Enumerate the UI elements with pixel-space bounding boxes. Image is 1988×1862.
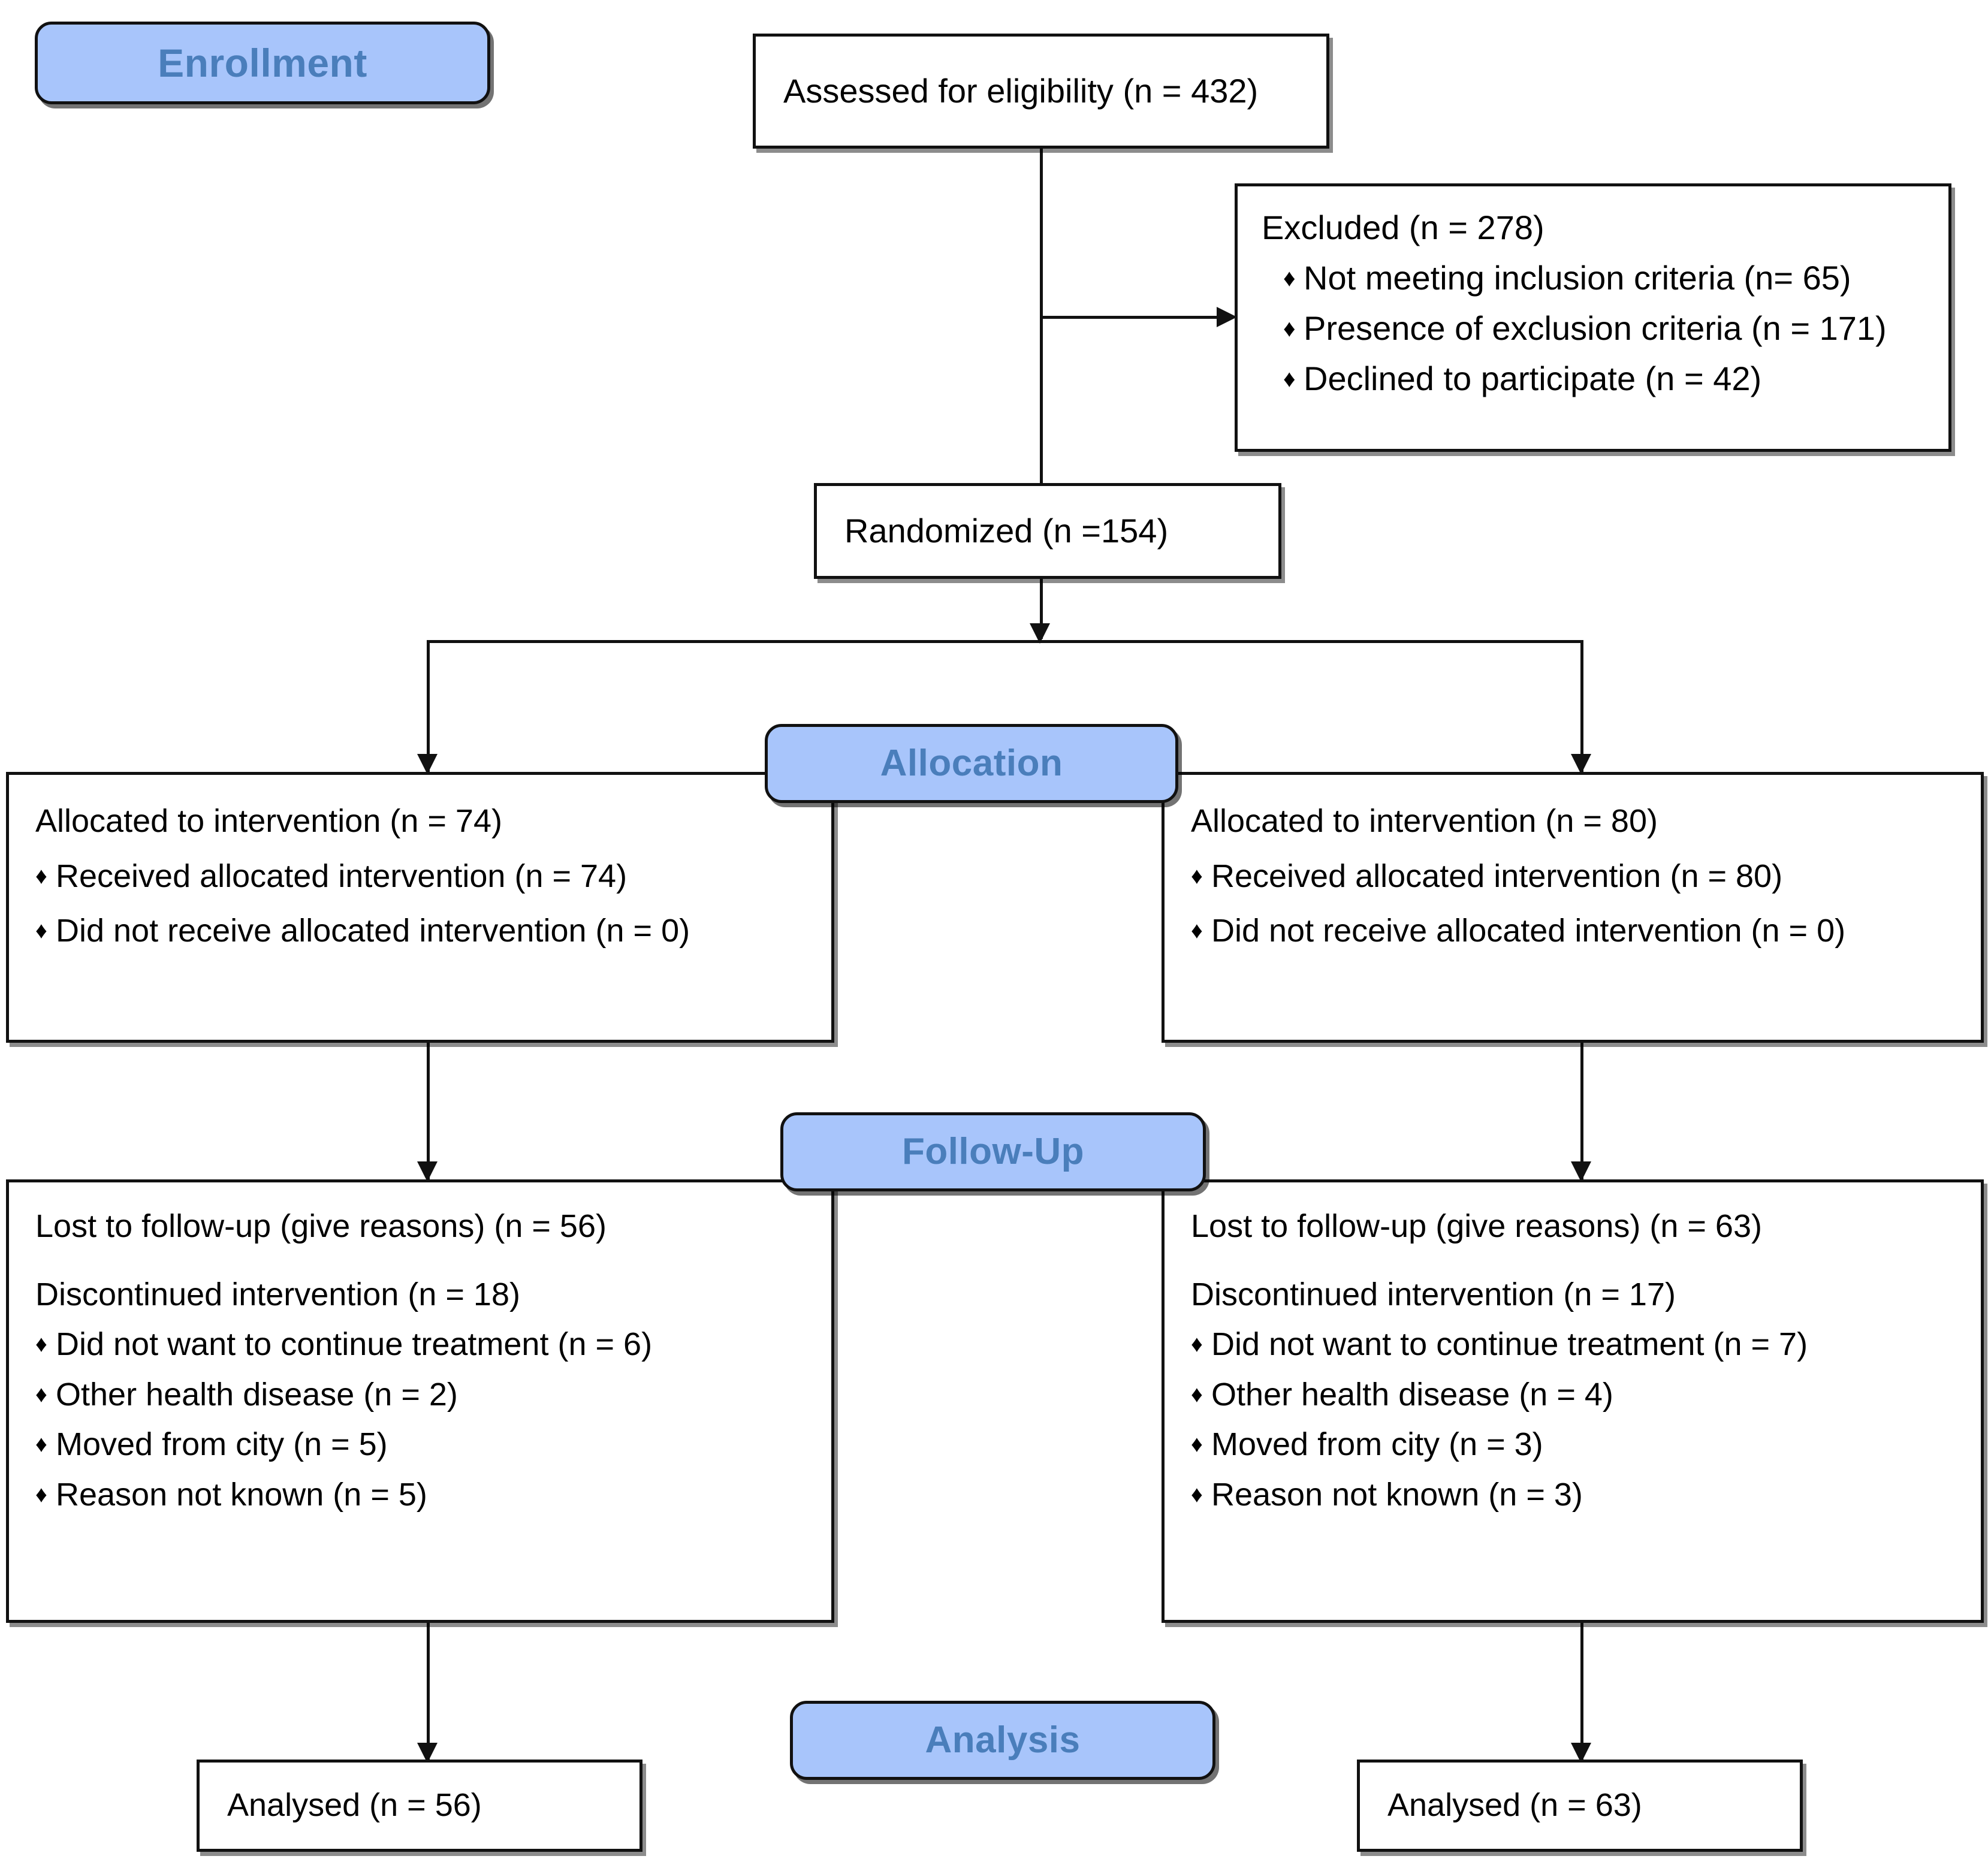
- bullet-icon: ♦: [1191, 1381, 1203, 1408]
- followup-left-lost: Lost to follow-up (give reasons) (n = 56…: [35, 1208, 607, 1244]
- box-followup-right: Lost to follow-up (give reasons) (n = 63…: [1162, 1179, 1984, 1623]
- box-allocation-right: Allocated to intervention (n = 80) ♦ Rec…: [1162, 772, 1984, 1043]
- bullet-icon: ♦: [1191, 918, 1203, 944]
- connector-allocation-left-to-followup: [427, 1043, 430, 1181]
- arrowhead-to-excluded: [1217, 307, 1237, 327]
- followup-right-reason-item: ♦ Reason not known (n = 3): [1191, 1475, 1954, 1516]
- allocation-left-item-label: Did not receive allocated intervention (…: [56, 913, 690, 949]
- stage-banner-follow-up-label: Follow-Up: [901, 1131, 1085, 1172]
- bullet-icon: ♦: [1191, 1331, 1203, 1357]
- stage-banner-analysis: Analysis: [790, 1701, 1215, 1780]
- stage-banner-enrollment-label: Enrollment: [158, 41, 367, 85]
- bullet-icon: ♦: [1283, 314, 1296, 342]
- bullet-icon: ♦: [35, 1331, 47, 1357]
- followup-right-reason-item: ♦ Other health disease (n = 4): [1191, 1375, 1954, 1416]
- bullet-icon: ♦: [35, 918, 47, 944]
- followup-right-reason-label: Other health disease (n = 4): [1211, 1376, 1613, 1413]
- arrowhead-allocation-left: [417, 754, 438, 774]
- arrowhead-followup-right: [1571, 1161, 1591, 1182]
- followup-left-reason-item: ♦ Did not want to continue treatment (n …: [35, 1324, 805, 1365]
- stage-banner-follow-up: Follow-Up: [780, 1112, 1206, 1191]
- followup-right-reason-label: Reason not known (n = 3): [1211, 1476, 1583, 1513]
- box-excluded: Excluded (n = 278) ♦ Not meeting inclusi…: [1235, 183, 1951, 452]
- allocation-left-item: ♦ Received allocated intervention (n = 7…: [35, 856, 805, 897]
- followup-left-reason-label: Other health disease (n = 2): [56, 1376, 458, 1413]
- connector-allocation-left-leg: [427, 640, 430, 773]
- excluded-reason-item: ♦ Declined to participate (n = 42): [1283, 358, 1924, 400]
- allocation-right-item: ♦ Received allocated intervention (n = 8…: [1191, 856, 1954, 897]
- bullet-icon: ♦: [1191, 1481, 1203, 1508]
- box-assessed-for-eligibility: Assessed for eligibility (n = 432): [753, 34, 1329, 149]
- connector-allocation-right-leg: [1580, 640, 1583, 773]
- box-followup-left: Lost to follow-up (give reasons) (n = 56…: [6, 1179, 834, 1623]
- followup-right-lost: Lost to follow-up (give reasons) (n = 63…: [1191, 1208, 1762, 1244]
- stage-banner-analysis-label: Analysis: [925, 1719, 1081, 1761]
- bullet-icon: ♦: [1283, 264, 1296, 292]
- allocation-left-item: ♦ Did not receive allocated intervention…: [35, 911, 805, 952]
- excluded-reason-item: ♦ Not meeting inclusion criteria (n= 65): [1283, 257, 1924, 299]
- connector-followup-left-to-analysed: [427, 1623, 430, 1762]
- followup-right-discontinued-heading: Discontinued intervention (n = 17): [1191, 1276, 1676, 1312]
- box-randomized: Randomized (n =154): [814, 483, 1281, 579]
- allocation-left-heading: Allocated to intervention (n = 74): [35, 803, 502, 839]
- bullet-icon: ♦: [35, 1481, 47, 1508]
- analysed-right-text: Analysed (n = 63): [1387, 1787, 1642, 1824]
- followup-right-reason-item: ♦ Did not want to continue treatment (n …: [1191, 1324, 1954, 1365]
- bullet-icon: ♦: [1283, 364, 1296, 393]
- excluded-heading: Excluded (n = 278): [1262, 209, 1544, 246]
- excluded-reason-item: ♦ Presence of exclusion criteria (n = 17…: [1283, 307, 1924, 349]
- arrowhead-followup-left: [417, 1161, 438, 1182]
- excluded-reason-label: Not meeting inclusion criteria (n= 65): [1304, 259, 1851, 297]
- excluded-reason-label: Presence of exclusion criteria (n = 171): [1304, 309, 1887, 347]
- followup-left-reason-item: ♦ Reason not known (n = 5): [35, 1475, 805, 1516]
- followup-left-reason-item: ♦ Other health disease (n = 2): [35, 1375, 805, 1416]
- connector-randomized-down: [1040, 579, 1043, 639]
- bullet-icon: ♦: [1191, 1431, 1203, 1457]
- followup-left-reason-label: Moved from city (n = 5): [56, 1426, 388, 1462]
- arrowhead-randomized-down: [1030, 623, 1050, 644]
- connector-to-excluded: [1040, 316, 1227, 319]
- assessed-text: Assessed for eligibility (n = 432): [783, 72, 1259, 110]
- stage-banner-allocation: Allocation: [765, 724, 1178, 803]
- randomized-text: Randomized (n =154): [844, 512, 1169, 550]
- followup-left-reason-item: ♦ Moved from city (n = 5): [35, 1425, 805, 1465]
- analysed-left-text: Analysed (n = 56): [227, 1787, 482, 1824]
- stage-banner-allocation-label: Allocation: [880, 743, 1063, 784]
- allocation-right-heading: Allocated to intervention (n = 80): [1191, 803, 1658, 839]
- followup-right-reason-label: Moved from city (n = 3): [1211, 1426, 1543, 1462]
- followup-left-reason-label: Did not want to continue treatment (n = …: [56, 1326, 653, 1362]
- followup-left-discontinued-heading: Discontinued intervention (n = 18): [35, 1276, 520, 1312]
- box-analysed-right: Analysed (n = 63): [1357, 1760, 1803, 1852]
- allocation-right-item-label: Received allocated intervention (n = 80): [1211, 858, 1783, 894]
- allocation-right-item: ♦ Did not receive allocated intervention…: [1191, 911, 1954, 952]
- connector-allocation-right-to-followup: [1580, 1043, 1583, 1181]
- bullet-icon: ♦: [35, 1431, 47, 1457]
- bullet-icon: ♦: [35, 1381, 47, 1408]
- arrowhead-allocation-right: [1571, 754, 1591, 774]
- connector-allocation-split-bar: [427, 640, 1583, 643]
- allocation-right-item-label: Did not receive allocated intervention (…: [1211, 913, 1846, 949]
- bullet-icon: ♦: [35, 863, 47, 889]
- stage-banner-enrollment: Enrollment: [35, 22, 490, 104]
- allocation-left-item-label: Received allocated intervention (n = 74): [56, 858, 628, 894]
- box-analysed-left: Analysed (n = 56): [197, 1760, 642, 1852]
- followup-left-reason-label: Reason not known (n = 5): [56, 1476, 427, 1513]
- box-allocation-left: Allocated to intervention (n = 74) ♦ Rec…: [6, 772, 834, 1043]
- bullet-icon: ♦: [1191, 863, 1203, 889]
- followup-right-reason-label: Did not want to continue treatment (n = …: [1211, 1326, 1808, 1362]
- excluded-reason-label: Declined to participate (n = 42): [1304, 360, 1762, 397]
- connector-followup-right-to-analysed: [1580, 1623, 1583, 1762]
- followup-right-reason-item: ♦ Moved from city (n = 3): [1191, 1425, 1954, 1465]
